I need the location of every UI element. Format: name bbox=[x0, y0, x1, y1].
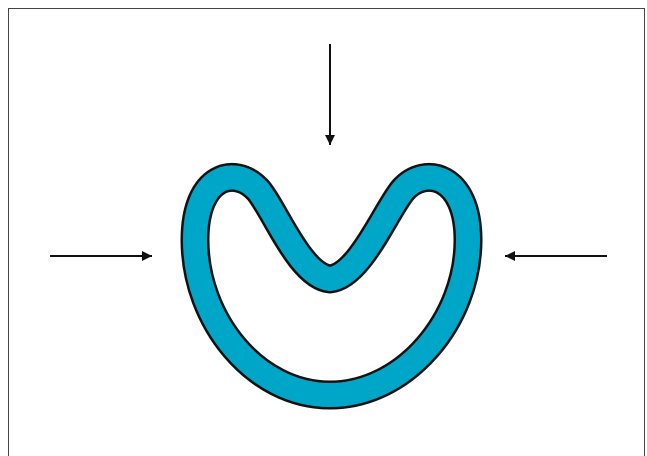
deformed-tube bbox=[195, 177, 468, 395]
